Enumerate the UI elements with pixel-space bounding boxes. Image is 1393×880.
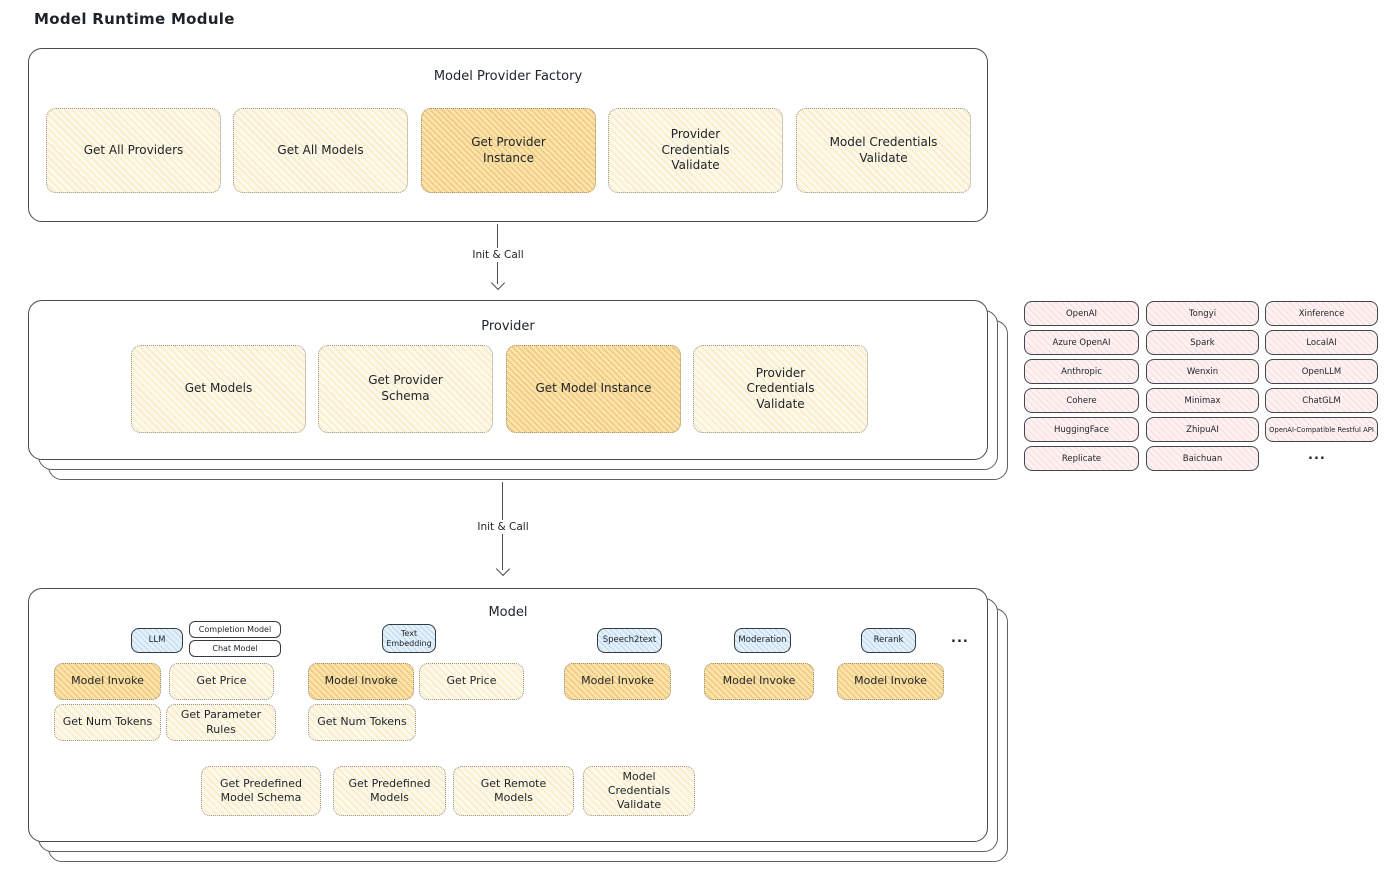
provider-btn-get-provider-schema: Get Provider Schema — [318, 345, 493, 433]
tag-moderation: Moderation — [734, 628, 791, 653]
provider-chip-cohere: Cohere — [1024, 388, 1139, 413]
provider-btn-get-models: Get Models — [131, 345, 306, 433]
provider-chip-azure-openai: Azure OpenAI — [1024, 330, 1139, 355]
provider-btn-get-model-instance: Get Model Instance — [506, 345, 681, 433]
provider-title: Provider — [481, 319, 535, 334]
provider-chip-wenxin: Wenxin — [1146, 359, 1259, 384]
model-btn-get-predefined-models: Get Predefined Models — [333, 766, 446, 816]
provider-chip-openai: OpenAI — [1024, 301, 1139, 326]
tag-completion-model: Completion Model — [189, 621, 281, 638]
provider-chip-baichuan: Baichuan — [1146, 446, 1259, 471]
factory-btn-get-all-providers: Get All Providers — [46, 108, 221, 193]
provider-btn-provider-credentials-validate: Provider Credentials Validate — [693, 345, 868, 433]
arrow-factory-to-provider-head — [490, 275, 506, 291]
llm-get-num-tokens: Get Num Tokens — [54, 704, 161, 741]
provider-chip-tongyi: Tongyi — [1146, 301, 1259, 326]
moderation-model-invoke: Model Invoke — [704, 663, 814, 700]
model-box: Model LLM Completion Model Chat Model Te… — [28, 588, 988, 842]
page-title: Model Runtime Module — [34, 10, 235, 28]
model-btn-model-credentials-validate: Model Credentials Validate — [583, 766, 695, 816]
tag-chat-model: Chat Model — [189, 640, 281, 657]
model-btn-get-remote-models: Get Remote Models — [453, 766, 574, 816]
tag-rerank: Rerank — [861, 628, 916, 653]
model-tags-ellipsis: ... — [951, 631, 969, 646]
factory-box: Model Provider Factory Get All Providers… — [28, 48, 988, 222]
provider-chip-anthropic: Anthropic — [1024, 359, 1139, 384]
text-embedding-get-price: Get Price — [419, 663, 524, 700]
provider-more-ellipsis: ... — [1308, 448, 1326, 463]
provider-chip-openllm: OpenLLM — [1265, 359, 1378, 384]
rerank-model-invoke: Model Invoke — [837, 663, 944, 700]
factory-btn-model-credentials-validate: Model Credentials Validate — [796, 108, 971, 193]
factory-btn-get-all-models: Get All Models — [233, 108, 408, 193]
llm-get-parameter-rules: Get Parameter Rules — [166, 704, 276, 741]
provider-chip-chatglm: ChatGLM — [1265, 388, 1378, 413]
provider-chip-replicate: Replicate — [1024, 446, 1139, 471]
factory-btn-provider-credentials-validate: Provider Credentials Validate — [608, 108, 783, 193]
tag-speech2text: Speech2text — [597, 628, 662, 653]
tag-text-embedding: Text Embedding — [382, 624, 436, 653]
factory-title: Model Provider Factory — [433, 69, 583, 84]
arrow-provider-to-model-head — [495, 561, 511, 577]
text-embedding-model-invoke: Model Invoke — [308, 663, 414, 700]
llm-model-invoke: Model Invoke — [54, 663, 161, 700]
provider-chip-openai-compatible-restful-api: OpenAI-Compatible Restful API — [1265, 417, 1378, 442]
llm-get-price: Get Price — [169, 663, 274, 700]
provider-chip-spark: Spark — [1146, 330, 1259, 355]
tag-llm: LLM — [131, 628, 183, 653]
provider-chip-huggingface: HuggingFace — [1024, 417, 1139, 442]
provider-chip-localai: LocalAI — [1265, 330, 1378, 355]
provider-box: Provider Get Models Get Provider Schema … — [28, 300, 988, 460]
arrow-label-init-call-bottom: Init & Call — [472, 520, 534, 534]
arrow-label-init-call-top: Init & Call — [467, 248, 529, 262]
provider-chip-xinference: Xinference — [1265, 301, 1378, 326]
text-embedding-get-num-tokens: Get Num Tokens — [308, 704, 416, 741]
model-btn-get-predefined-model-schema: Get Predefined Model Schema — [201, 766, 321, 816]
provider-chip-minimax: Minimax — [1146, 388, 1259, 413]
speech2text-model-invoke: Model Invoke — [564, 663, 671, 700]
provider-chip-zhipuai: ZhipuAI — [1146, 417, 1259, 442]
factory-btn-get-provider-instance: Get Provider Instance — [421, 108, 596, 193]
model-title: Model — [488, 605, 528, 620]
